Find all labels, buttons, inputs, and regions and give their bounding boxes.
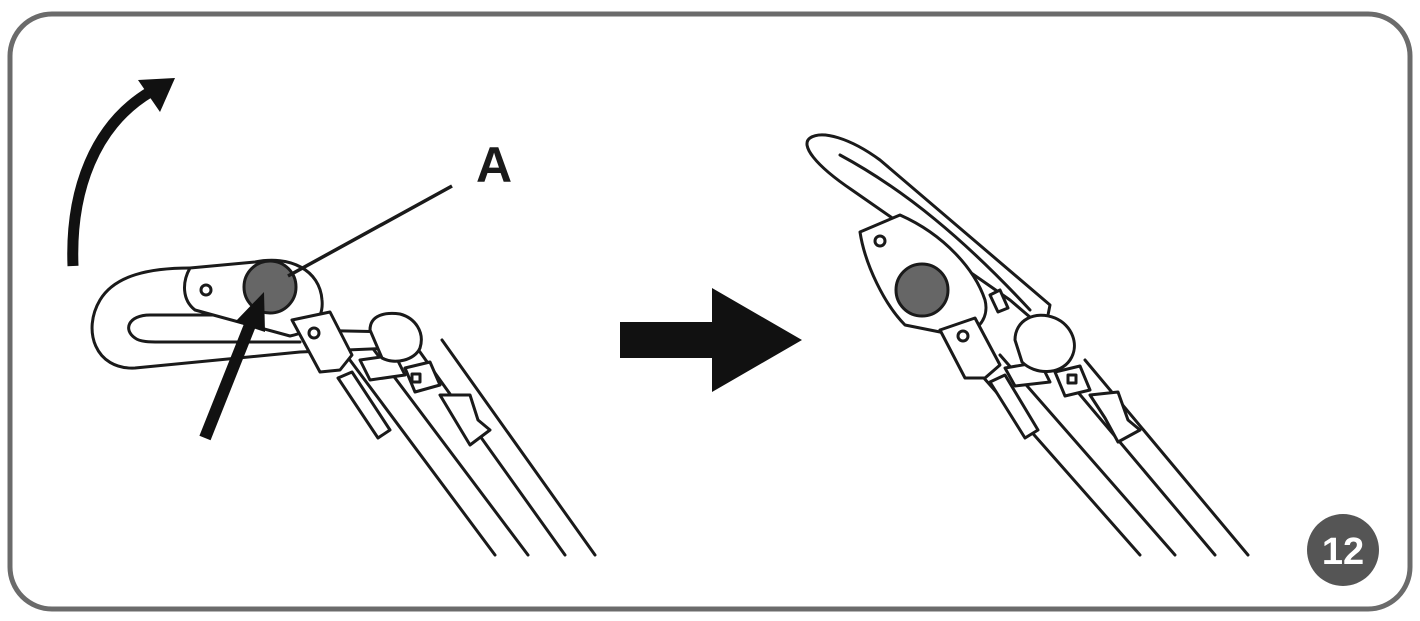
frame-tubes-right [966,353,1250,557]
release-button-right [894,262,950,318]
callout-label: A [476,137,512,193]
hinge-pin-right [873,234,887,248]
frame-tubes-left [333,336,597,557]
right-arrow-icon [620,288,802,392]
handle-unfolded-illustration [805,133,1250,557]
press-arrow-icon [199,292,265,441]
step-number: 12 [1322,531,1364,573]
joint-disc-left [368,311,423,363]
callout-line [287,184,453,278]
step-number-badge: 12 [1307,514,1379,586]
callout-a: A [287,137,512,278]
hinge-pin-left [199,283,213,297]
joint-disc-right [1013,313,1076,373]
connector-right [938,316,1002,380]
connector-left [290,310,354,374]
curved-arrow-up-right-icon [67,78,175,267]
diagram-frame [7,11,1413,612]
